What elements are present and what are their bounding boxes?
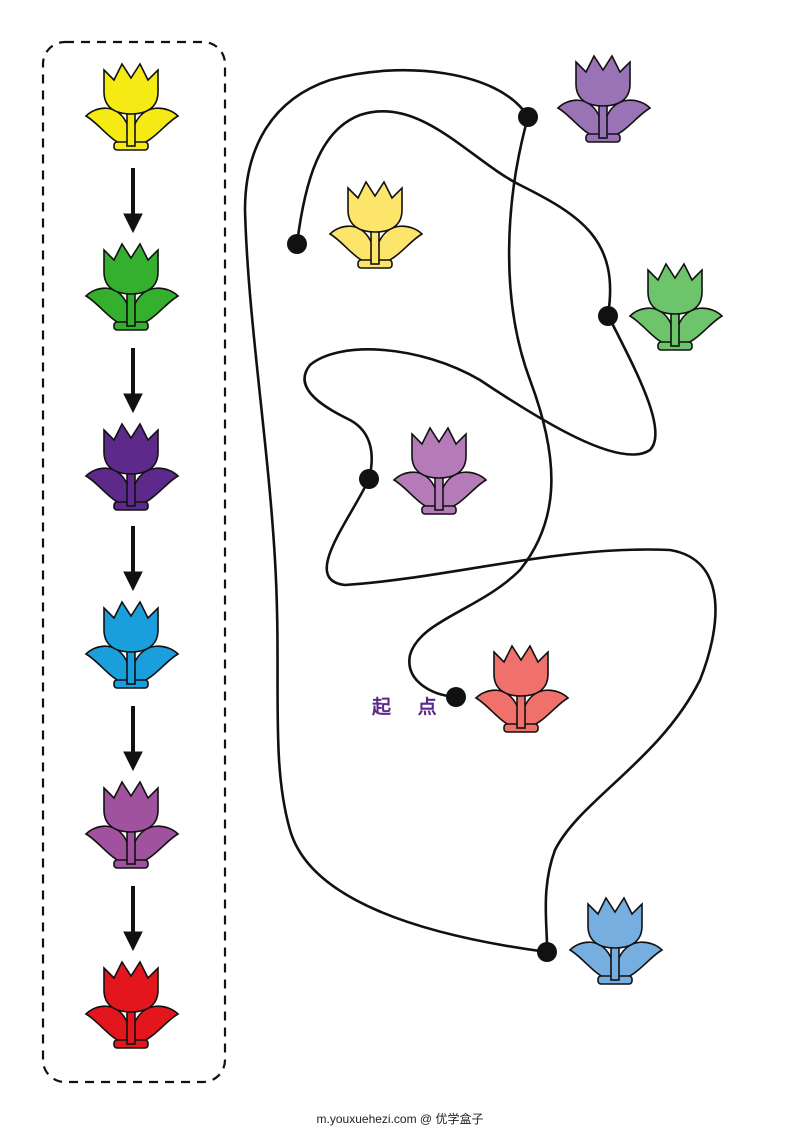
maze-tulip-green	[629, 263, 723, 351]
maze-path-yellow	[295, 109, 612, 317]
footer-watermark: m.youxuehezi.com @ 优学盒子	[316, 1112, 484, 1126]
maze-path-center	[408, 115, 553, 699]
maze-path-outer	[243, 68, 549, 954]
sequence-tulip-6	[85, 961, 179, 1049]
maze-dot-green[interactable]	[598, 306, 618, 326]
arrow-down-icon	[123, 886, 143, 952]
maze-dot-yellow[interactable]	[287, 234, 307, 254]
maze-path-purple	[325, 477, 717, 954]
start-label: 起 点	[372, 696, 447, 718]
arrow-down-icon	[123, 348, 143, 414]
sequence-tulip-2	[85, 243, 179, 331]
maze-tulip-red	[475, 645, 569, 733]
sequence-tulip-3	[85, 423, 179, 511]
maze-path-green	[303, 313, 657, 481]
maze-dot-start[interactable]	[446, 687, 466, 707]
sequence-box	[41, 40, 227, 1084]
sequence-tulip-5	[85, 781, 179, 869]
maze-dot-purple-dark[interactable]	[518, 107, 538, 127]
sequence-tulip-4	[85, 601, 179, 689]
maze-dot-blue[interactable]	[537, 942, 557, 962]
maze-tulip-blue	[569, 897, 663, 985]
maze-dot-purple-light[interactable]	[359, 469, 379, 489]
maze-tulip-yellow	[329, 181, 423, 269]
maze-tulip-purple-light	[393, 427, 487, 515]
arrow-down-icon	[123, 168, 143, 234]
sequence-tulip-1	[85, 63, 179, 151]
maze-tulip-purple-dark	[557, 55, 651, 143]
arrow-down-icon	[123, 526, 143, 592]
arrow-down-icon	[123, 706, 143, 772]
